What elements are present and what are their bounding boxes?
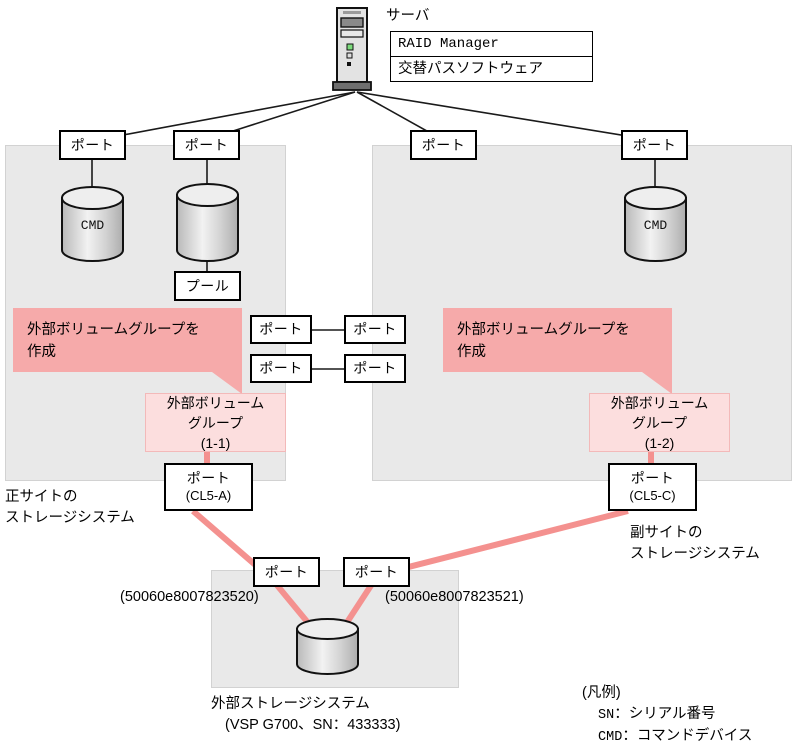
secondary-callout-line1: 外部ボリュームグループを xyxy=(457,322,630,338)
primary-cmd-cylinder-label: CMD xyxy=(80,218,105,233)
primary-callout-tail xyxy=(204,371,246,395)
middle-link2-left-label: ポート xyxy=(259,360,303,376)
middle-link2-right-label: ポート xyxy=(353,360,397,376)
secondary-external-volume-group: 外部ボリューム グループ (1-2) xyxy=(589,393,730,452)
secondary-external-port-label: ポート xyxy=(630,470,675,486)
primary-port-cmd-label: ポート xyxy=(70,136,115,153)
primary-evg-line2: グループ xyxy=(187,414,244,431)
legend-item-cmd-sep: ： xyxy=(622,728,637,744)
secondary-port-left-label: ポート xyxy=(421,136,466,153)
secondary-evg-line1: 外部ボリューム xyxy=(610,394,709,411)
legend-title: (凡例) xyxy=(582,685,621,701)
external-storage-caption: 外部ストレージシステム (VSP G700、SN：433333) xyxy=(211,694,400,736)
secondary-external-port-cl5c[interactable]: ポート (CL5-C) xyxy=(608,463,697,511)
primary-external-port-id: (CL5-A) xyxy=(185,488,232,503)
secondary-callout-tail xyxy=(634,371,676,395)
legend-item-sn-sep: ： xyxy=(614,706,629,722)
secondary-evg-line3: (1-2) xyxy=(644,434,675,451)
secondary-port-cmd-label: ポート xyxy=(632,136,677,153)
legend: (凡例) SN：シリアル番号 CMD：コマンドデバイス xyxy=(582,683,752,748)
secondary-callout-line2: 作成 xyxy=(457,344,486,360)
legend-item-cmd-term: CMD xyxy=(598,730,623,745)
server-software-alt-path: 交替パスソフトウェア xyxy=(391,57,592,82)
primary-site-caption-line2: ストレージシステム xyxy=(5,510,135,526)
primary-cmd-cylinder: CMD xyxy=(60,186,125,262)
primary-callout-line1: 外部ボリュームグループを xyxy=(27,322,200,338)
secondary-site-caption-line1: 副サイトの xyxy=(630,525,703,541)
primary-evg-line3: (1-1) xyxy=(200,434,231,451)
secondary-cmd-cylinder: CMD xyxy=(623,186,688,262)
primary-port-cmd[interactable]: ポート xyxy=(59,130,126,160)
secondary-external-port-id: (CL5-C) xyxy=(629,488,676,503)
server-software-raid-manager: RAID Manager xyxy=(391,32,592,57)
external-port-left[interactable]: ポート xyxy=(253,557,320,587)
primary-pool-cylinder xyxy=(175,183,240,263)
secondary-port-left[interactable]: ポート xyxy=(410,130,477,160)
primary-external-volume-group: 外部ボリューム グループ (1-1) xyxy=(145,393,286,452)
middle-link2-left-port[interactable]: ポート xyxy=(250,354,312,383)
server-label: サーバ xyxy=(386,8,430,24)
legend-item-sn: SN：シリアル番号 xyxy=(582,704,752,726)
primary-port-pool-label: ポート xyxy=(184,136,229,153)
external-port-left-label: ポート xyxy=(264,563,309,580)
secondary-site-caption: 副サイトの ストレージシステム xyxy=(630,523,760,565)
primary-external-port-cl5a[interactable]: ポート (CL5-A) xyxy=(164,463,253,511)
middle-link1-right-port[interactable]: ポート xyxy=(344,315,406,344)
server-tower-icon xyxy=(331,6,379,92)
primary-callout-line2: 作成 xyxy=(27,344,56,360)
external-wwn-left: (50060e8007823520) xyxy=(120,589,259,605)
server-software-table: RAID Manager 交替パスソフトウェア xyxy=(390,31,593,82)
primary-pool-box[interactable]: プール xyxy=(174,271,241,301)
middle-link1-left-port[interactable]: ポート xyxy=(250,315,312,344)
secondary-create-evg-callout: 外部ボリュームグループを 作成 xyxy=(443,308,672,372)
middle-link1-right-label: ポート xyxy=(353,321,397,337)
external-port-right-label: ポート xyxy=(354,563,399,580)
secondary-port-cmd[interactable]: ポート xyxy=(621,130,688,160)
primary-site-caption-line1: 正サイトの xyxy=(5,489,78,505)
secondary-evg-line2: グループ xyxy=(631,414,688,431)
legend-item-sn-desc: シリアル番号 xyxy=(628,706,716,722)
primary-external-port-label: ポート xyxy=(186,470,231,486)
legend-item-cmd: CMD：コマンドデバイス xyxy=(582,726,752,748)
legend-item-sn-term: SN xyxy=(598,708,615,723)
primary-evg-line1: 外部ボリューム xyxy=(166,394,265,411)
secondary-cmd-cylinder-label: CMD xyxy=(643,218,668,233)
secondary-site-caption-line2: ストレージシステム xyxy=(630,546,760,562)
middle-link2-right-port[interactable]: ポート xyxy=(344,354,406,383)
legend-item-cmd-desc: コマンドデバイス xyxy=(636,728,753,744)
primary-port-pool[interactable]: ポート xyxy=(173,130,240,160)
middle-link1-left-label: ポート xyxy=(259,321,303,337)
external-storage-caption-line1: 外部ストレージシステム xyxy=(211,696,370,712)
primary-site-caption: 正サイトの ストレージシステム xyxy=(5,487,135,529)
external-storage-cylinder xyxy=(295,618,360,676)
primary-create-evg-callout: 外部ボリュームグループを 作成 xyxy=(13,308,242,372)
primary-pool-label: プール xyxy=(185,277,230,294)
external-wwn-right: (50060e8007823521) xyxy=(385,589,524,605)
external-storage-caption-line2: (VSP G700、SN：433333) xyxy=(225,717,401,733)
external-port-right[interactable]: ポート xyxy=(343,557,410,587)
